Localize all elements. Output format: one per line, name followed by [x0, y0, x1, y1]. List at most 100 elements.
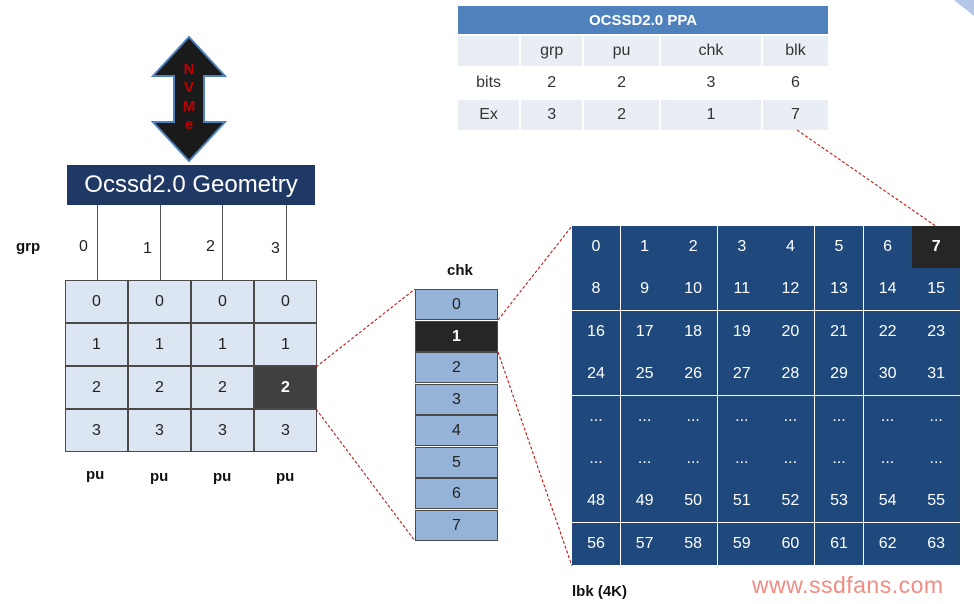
lbk-cell: 61	[815, 522, 863, 565]
lbk-cell: 15	[912, 268, 961, 311]
lbk-cell: 31	[912, 353, 961, 396]
connector-pu-to-chk-bottom	[315, 408, 416, 542]
nvme-letter: N	[184, 61, 195, 78]
pu-cell: 0	[128, 280, 191, 323]
lbk-cell: 57	[620, 522, 669, 565]
lbk-cell: 19	[717, 310, 766, 353]
ppa-col-header	[458, 34, 520, 66]
nvme-letter: e	[185, 116, 193, 133]
chk-cell: 1	[415, 320, 498, 352]
lbk-cell: 54	[863, 480, 912, 523]
grp-connector-line	[222, 205, 223, 281]
grp-number: 3	[271, 240, 280, 257]
nvme-arrow-shape	[150, 35, 228, 163]
grp-number: 1	[143, 240, 152, 257]
pu-cell: 2	[128, 366, 191, 409]
corner-decoration	[954, 0, 974, 16]
pu-cell: 0	[65, 280, 128, 323]
pu-cell: 3	[254, 409, 317, 452]
chk-cell: 4	[415, 415, 498, 446]
lbk-cell: 16	[572, 310, 620, 353]
lbk-cell: 11	[717, 268, 766, 311]
ppa-cell: 2	[582, 66, 659, 98]
lbk-label: lbk (4K)	[572, 583, 628, 600]
lbk-cell: ...	[572, 395, 620, 438]
lbk-cell: 30	[863, 353, 912, 396]
ppa-col-header: pu	[582, 34, 659, 66]
lbk-cell: 49	[620, 480, 669, 523]
ppa-col-header: chk	[658, 34, 762, 66]
lbk-cell: 53	[815, 480, 863, 523]
nvme-letter: V	[184, 79, 194, 96]
lbk-cell: 28	[766, 353, 815, 396]
pu-label: pu	[213, 468, 232, 485]
lbk-cell: ...	[863, 438, 912, 480]
lbk-cell: 55	[912, 480, 961, 523]
lbk-cell: ...	[912, 438, 961, 480]
chk-cell: 2	[415, 352, 498, 383]
chk-cell: 5	[415, 446, 498, 478]
grp-connector-line	[286, 205, 287, 281]
ppa-table-title: OCSSD2.0 PPA	[458, 6, 828, 34]
ppa-cell: Ex	[458, 98, 520, 130]
lbk-cell: 2	[669, 226, 718, 268]
pu-cell: 1	[191, 323, 254, 366]
pu-label: pu	[86, 466, 105, 483]
pu-label: pu	[276, 468, 295, 485]
lbk-cell: ...	[572, 438, 620, 480]
lbk-cell: 3	[717, 226, 766, 268]
lbk-cell: 60	[766, 522, 815, 565]
pu-cell: 3	[128, 409, 191, 452]
lbk-cell: 6	[863, 226, 912, 268]
grp-connector-line	[97, 205, 98, 281]
lbk-cell: 29	[815, 353, 863, 396]
lbk-cell: 23	[912, 310, 961, 353]
lbk-cell: 20	[766, 310, 815, 353]
nvme-double-arrow: N V M e	[150, 35, 228, 163]
lbk-cell: 56	[572, 522, 620, 565]
ppa-row-ex: Ex 3 2 1 7	[458, 98, 828, 130]
ppa-cell: 7	[761, 98, 828, 130]
lbk-cell: ...	[620, 438, 669, 480]
lbk-cell: ...	[717, 438, 766, 480]
lbk-cell: ...	[717, 395, 766, 438]
ppa-col-header: blk	[761, 34, 828, 66]
pu-cell: 0	[254, 280, 317, 323]
lbk-cell: 52	[766, 480, 815, 523]
lbk-cell: 24	[572, 353, 620, 396]
pu-cell: 3	[65, 409, 128, 452]
lbk-cell: 0	[572, 226, 620, 268]
lbk-cell: 7	[912, 226, 961, 268]
chk-cell: 3	[415, 383, 498, 415]
ppa-col-header: grp	[519, 34, 583, 66]
lbk-cell: 22	[863, 310, 912, 353]
chk-cell: 7	[415, 509, 498, 541]
grp-label: grp	[16, 238, 41, 255]
ppa-row-bits: bits 2 2 3 6	[458, 66, 828, 98]
lbk-cell: 4	[766, 226, 815, 268]
nvme-letter: M	[183, 98, 196, 115]
pu-cell: 2	[65, 366, 128, 409]
grp-connector-line	[160, 205, 161, 281]
ppa-cell: 1	[658, 98, 762, 130]
pu-cell: 3	[191, 409, 254, 452]
lbk-cell: ...	[815, 438, 863, 480]
chk-cell: 0	[415, 289, 498, 320]
connector-chk-to-lbk-top	[497, 225, 573, 321]
ppa-table: OCSSD2.0 PPA grp pu chk blk bits 2 2 3 6…	[458, 6, 828, 130]
lbk-cell: ...	[912, 395, 961, 438]
lbk-cell: 62	[863, 522, 912, 565]
pu-label: pu	[150, 468, 169, 485]
lbk-cell: ...	[669, 438, 718, 480]
lbk-cell: 26	[669, 353, 718, 396]
lbk-cell: ...	[815, 395, 863, 438]
ppa-cell: bits	[458, 66, 520, 98]
chk-cell: 6	[415, 478, 498, 509]
lbk-cell: 10	[669, 268, 718, 311]
lbk-cell: ...	[620, 395, 669, 438]
grp-number: 0	[79, 238, 88, 255]
lbk-cell: 12	[766, 268, 815, 311]
ppa-cell: 3	[658, 66, 762, 98]
ppa-cell: 2	[519, 66, 583, 98]
